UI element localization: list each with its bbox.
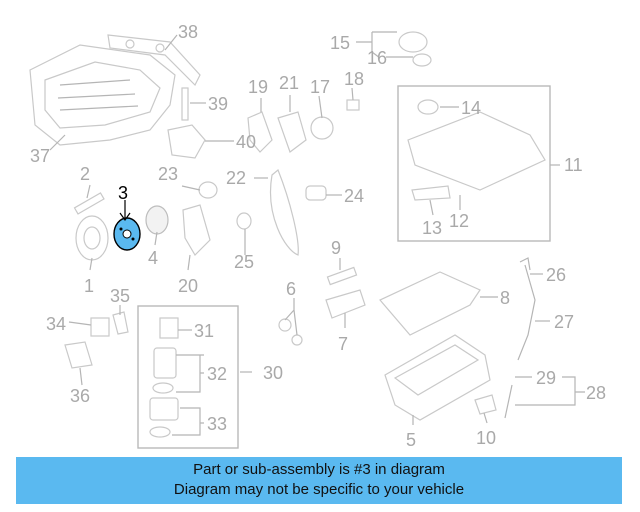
callout-1: 1 <box>84 276 94 296</box>
callout-32: 32 <box>207 364 227 384</box>
callout-22: 22 <box>226 168 246 188</box>
callout-28: 28 <box>586 383 606 403</box>
callout-8: 8 <box>500 288 510 308</box>
callout-9: 9 <box>331 238 341 258</box>
callout-15: 15 <box>330 33 350 53</box>
callout-2: 2 <box>80 164 90 184</box>
part-10 <box>474 394 497 415</box>
callout-29: 29 <box>536 368 556 388</box>
callout-26: 26 <box>546 265 566 285</box>
callout-5: 5 <box>406 430 416 450</box>
dipstick-29 <box>504 384 513 419</box>
bolt-39 <box>181 87 189 121</box>
callout-23: 23 <box>158 164 178 184</box>
info-banner: Part or sub-assembly is #3 in diagram Di… <box>16 457 622 504</box>
sprocket-4 <box>145 205 169 235</box>
callout-14: 14 <box>461 98 481 118</box>
part-35 <box>112 311 129 335</box>
cover-21 <box>277 111 307 153</box>
callout-39: 39 <box>208 94 228 114</box>
banner-line-disclaimer: Diagram may not be specific to your vehi… <box>173 481 465 498</box>
part-23 <box>198 181 218 199</box>
callout-35: 35 <box>110 286 130 306</box>
callout-25: 25 <box>234 252 254 272</box>
callout-7: 7 <box>338 334 348 354</box>
part-18 <box>346 99 360 111</box>
timing-belt-22 <box>270 169 299 256</box>
callout-19: 19 <box>248 77 268 97</box>
bracket-36 <box>64 341 93 369</box>
housing-33 <box>149 397 179 438</box>
oil-pan-5 <box>384 334 491 421</box>
bolt-2 <box>73 192 105 215</box>
cap-14 <box>417 99 439 115</box>
banner-line-part: Part or sub-assembly is #3 in diagram <box>193 461 445 478</box>
oil-cap-15 <box>398 31 428 53</box>
callout-40: 40 <box>236 132 256 152</box>
valve-cover-group-box <box>397 85 551 242</box>
tensioner-17 <box>310 116 334 140</box>
dipstick-26 <box>519 257 531 271</box>
bracket-31 <box>159 317 179 339</box>
part-24 <box>305 185 327 201</box>
callout-10: 10 <box>476 428 496 448</box>
cover-19 <box>247 111 273 153</box>
small-part-9 <box>326 266 358 286</box>
callout-20: 20 <box>178 276 198 296</box>
callout-31: 31 <box>194 321 214 341</box>
gasket-13 <box>411 185 451 201</box>
mount-34 <box>90 317 110 337</box>
callout-34: 34 <box>46 314 66 334</box>
throttle-40 <box>167 124 206 159</box>
callout-labels: 1 2 3 4 5 6 7 8 9 10 11 12 13 14 15 16 1… <box>30 22 606 450</box>
oil-pan-upper-8 <box>379 271 481 336</box>
seal-16 <box>412 53 432 67</box>
callout-21: 21 <box>279 73 299 93</box>
callout-24: 24 <box>344 186 364 206</box>
dipstick-tube-27 <box>517 264 536 361</box>
valve-cover-12 <box>407 111 546 191</box>
callout-13: 13 <box>422 218 442 238</box>
callout-38: 38 <box>178 22 198 42</box>
callout-18: 18 <box>344 69 364 89</box>
callout-36: 36 <box>70 386 90 406</box>
callout-17: 17 <box>310 77 330 97</box>
callout-12: 12 <box>449 211 469 231</box>
part-25 <box>236 212 252 230</box>
sensor-6 <box>278 318 303 346</box>
intake-manifold <box>29 44 176 146</box>
callout-30: 30 <box>263 363 283 383</box>
parts-diagram: 1 2 3 4 5 6 7 8 9 10 11 12 13 14 15 16 1… <box>29 22 606 450</box>
callout-3: 3 <box>118 183 128 203</box>
filter-32 <box>152 347 177 394</box>
gasket-7 <box>325 289 366 319</box>
callout-27: 27 <box>554 312 574 332</box>
callout-4: 4 <box>148 248 158 268</box>
part-3-sprocket <box>113 217 141 251</box>
callout-37: 37 <box>30 146 50 166</box>
leader-lines <box>49 31 585 436</box>
bracket-20 <box>182 204 211 256</box>
callout-6: 6 <box>286 279 296 299</box>
oil-filter-group-box <box>137 305 239 449</box>
callout-16: 16 <box>367 48 387 68</box>
manifold-gasket <box>107 34 201 87</box>
callout-11: 11 <box>564 155 583 175</box>
callout-33: 33 <box>207 414 227 434</box>
crank-pulley-1 <box>75 215 109 261</box>
